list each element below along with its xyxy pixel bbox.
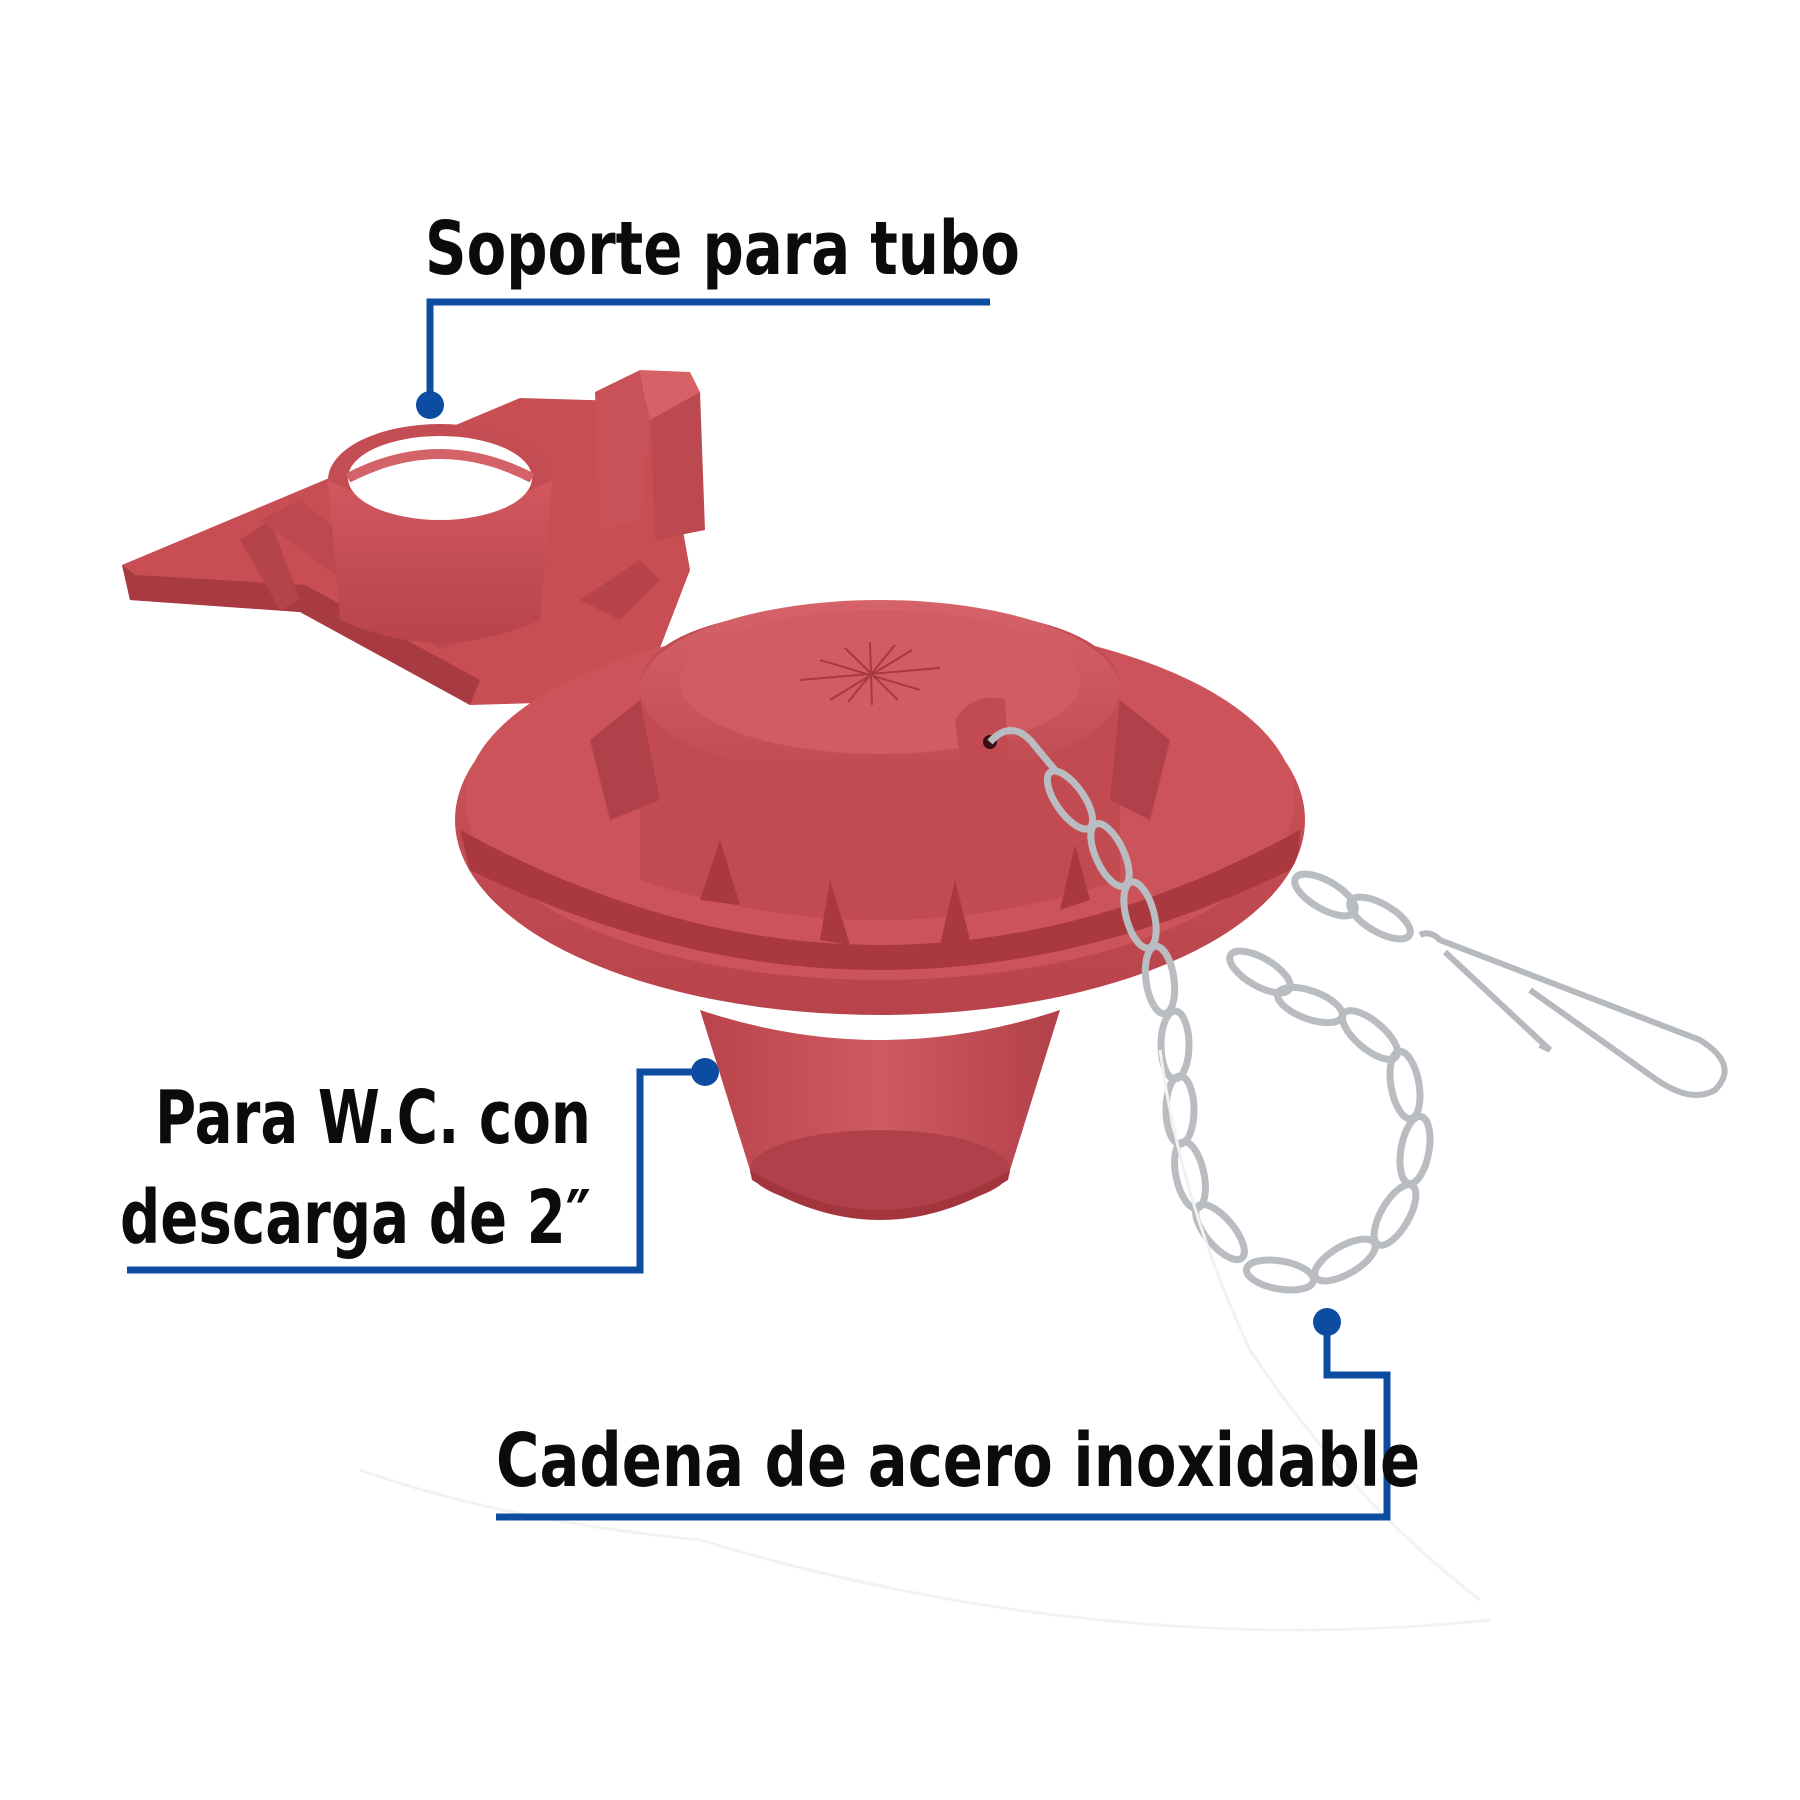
chain-label: Cadena de acero inoxidable bbox=[496, 1418, 1421, 1504]
star-emblem bbox=[799, 641, 941, 706]
discharge-label-line1: Para W.C. con bbox=[154, 1075, 591, 1161]
discharge-label-line2: descarga de 2″ bbox=[120, 1175, 591, 1261]
stainless-chain bbox=[987, 727, 1434, 1294]
tube-support-arm bbox=[122, 370, 705, 705]
top-callout-dot bbox=[416, 391, 444, 419]
left-callout-dot bbox=[691, 1058, 719, 1086]
tube-support-label: Soporte para tubo bbox=[425, 206, 1020, 292]
bottom-callout-dot bbox=[1313, 1308, 1341, 1336]
discharge-label: Para W.C. con descarga de 2″ bbox=[120, 1068, 591, 1268]
s-hook bbox=[1418, 930, 1728, 1098]
